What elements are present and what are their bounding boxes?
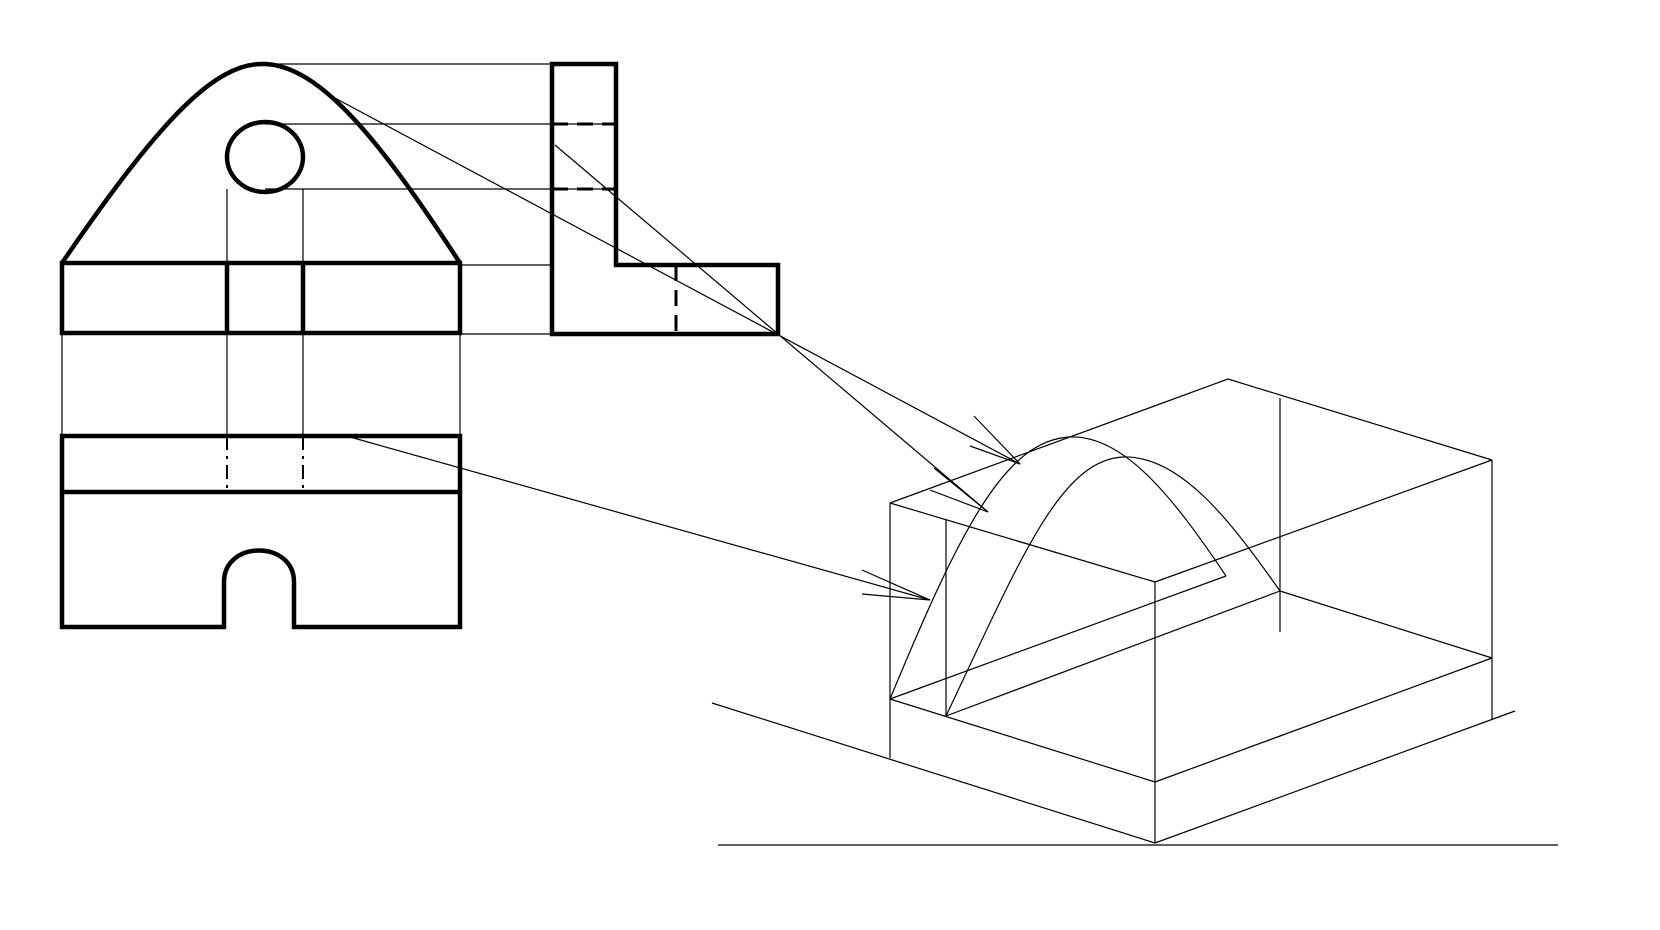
iso-ground-right [1154, 710, 1516, 844]
iso-arch-back [945, 456, 1281, 717]
iso-ground-left [711, 702, 1156, 844]
side-view-l-outline [549, 61, 781, 337]
front-view-base-block [59, 260, 463, 336]
front-view-arch-outline [60, 61, 462, 265]
front-view [59, 61, 463, 336]
projection-lines [61, 63, 616, 436]
arrow-side [554, 144, 989, 513]
arrow-arch [332, 96, 1021, 465]
top-view-lower-outline-with-slot [59, 492, 463, 630]
arrows [332, 96, 1021, 601]
side-view [549, 61, 781, 337]
top-view-upper-strip [59, 433, 463, 495]
isometric-view [711, 378, 1558, 846]
front-view-hole [224, 119, 306, 195]
top-view [59, 433, 463, 630]
iso-arch-front [889, 436, 1227, 700]
arrow-top [349, 436, 931, 601]
